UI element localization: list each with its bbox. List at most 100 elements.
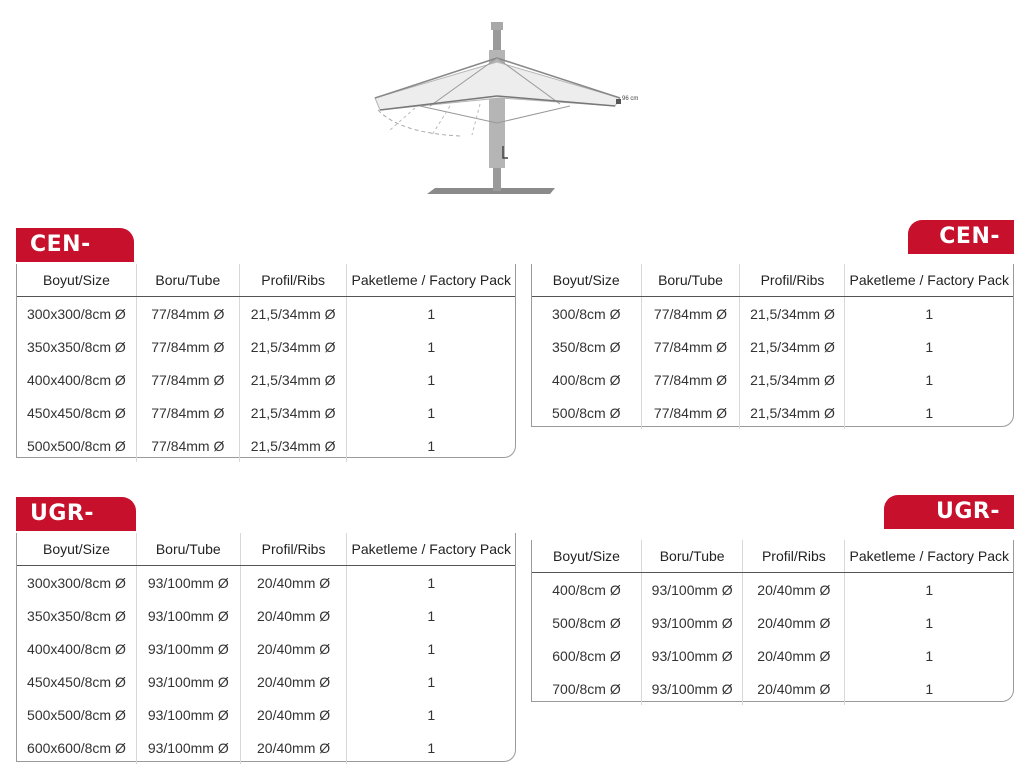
table-row: 450x450/8cm Ø 77/84mm Ø 21,5/34mm Ø 1 — [17, 396, 515, 429]
column-header-tube: Boru/Tube — [135, 264, 240, 297]
table-row: 500x500/8cm Ø 93/100mm Ø 20/40mm Ø 1 — [17, 698, 515, 731]
spec-table-ugr100-square: Boyut/Size Boru/Tube Profil/Ribs Paketle… — [16, 533, 516, 764]
spec-table-cen84-square: Boyut/Size Boru/Tube Profil/Ribs Paketle… — [16, 264, 516, 462]
tube-cell: 93/100mm Ø — [135, 565, 241, 599]
table-row: 600/8cm Ø 93/100mm Ø 20/40mm Ø 1 — [532, 639, 1013, 672]
umbrella-icon — [374, 22, 621, 194]
tube-cell: 77/84mm Ø — [135, 429, 240, 462]
ribs-cell: 21,5/34mm Ø — [238, 330, 347, 363]
size-cell: 700/8cm Ø — [552, 680, 621, 697]
ribs-cell: 21,5/34mm Ø — [238, 396, 347, 429]
ribs-cell: 20/40mm Ø — [239, 599, 347, 632]
ribs-cell: 21,5/34mm Ø — [238, 429, 347, 462]
table-row: 700/8cm Ø 93/100mm Ø 20/40mm Ø 1 — [532, 672, 1013, 705]
ribs-cell: 21,5/34mm Ø — [739, 396, 845, 429]
column-header-pack: Paketleme / Factory Pack — [346, 533, 515, 566]
section-badge: UGR-100 — [16, 497, 136, 560]
table-row: 450x450/8cm Ø 93/100mm Ø 20/40mm Ø 1 — [17, 665, 515, 698]
pack-cell: 1 — [844, 396, 1013, 429]
pack-cell: 1 — [346, 599, 515, 632]
size-cell: 400/8cm Ø — [552, 371, 621, 388]
tube-cell: 93/100mm Ø — [641, 572, 743, 606]
ribs-cell: 20/40mm Ø — [742, 606, 845, 639]
column-header-ribs: Profil/Ribs — [742, 540, 845, 573]
column-header-ribs: Profil/Ribs — [239, 533, 347, 566]
table-row: 300x300/8cm Ø 93/100mm Ø 20/40mm Ø 1 — [17, 565, 515, 599]
size-cell: 350/8cm Ø — [552, 338, 621, 355]
column-header-ribs: Profil/Ribs — [238, 264, 347, 297]
ribs-cell: 20/40mm Ø — [742, 639, 845, 672]
size-cell: 600/8cm Ø — [552, 647, 621, 664]
column-header-tube: Boru/Tube — [641, 540, 743, 573]
tube-cell: 93/100mm Ø — [641, 672, 743, 705]
ribs-cell: 21,5/34mm Ø — [238, 296, 347, 330]
table-row: 400/8cm Ø 77/84mm Ø 21,5/34mm Ø 1 — [532, 363, 1013, 396]
size-cell: 500x500/8cm Ø — [27, 706, 126, 723]
tube-cell: 77/84mm Ø — [640, 396, 740, 429]
dimension-label: 96 cm — [622, 96, 639, 102]
pack-cell: 1 — [844, 639, 1013, 672]
size-cell: 500/8cm Ø — [552, 404, 621, 421]
size-cell: 400x400/8cm Ø — [26, 371, 126, 388]
ribs-cell: 20/40mm Ø — [239, 731, 347, 764]
column-header-size: Boyut/Size — [532, 264, 642, 297]
size-cell: 500x500/8cm Ø — [26, 437, 126, 454]
pack-cell: 1 — [346, 731, 515, 764]
spec-table-cen84-round: Boyut/Size Boru/Tube Profil/Ribs Paketle… — [531, 264, 1014, 429]
tube-cell: 77/84mm Ø — [135, 363, 240, 396]
tube-cell: 77/84mm Ø — [135, 296, 240, 330]
pack-cell: 1 — [844, 363, 1013, 396]
table-row: 600x600/8cm Ø 93/100mm Ø 20/40mm Ø 1 — [17, 731, 515, 764]
spec-table-ugr100-round: Boyut/Size Boru/Tube Profil/Ribs Paketle… — [531, 540, 1014, 705]
size-cell: 600x600/8cm Ø — [27, 739, 126, 756]
column-header-tube: Boru/Tube — [135, 533, 241, 566]
tube-cell: 93/100mm Ø — [135, 632, 241, 665]
table-row: 400/8cm Ø 93/100mm Ø 20/40mm Ø 1 — [532, 572, 1013, 606]
tube-cell: 77/84mm Ø — [640, 330, 740, 363]
column-header-size: Boyut/Size — [532, 540, 642, 573]
size-cell: 400/8cm Ø — [552, 581, 621, 598]
pack-cell: 1 — [346, 665, 515, 698]
umbrella-diagram: 96 cm — [360, 18, 670, 203]
table-row: 500/8cm Ø 93/100mm Ø 20/40mm Ø 1 — [532, 606, 1013, 639]
tube-cell: 77/84mm Ø — [135, 396, 240, 429]
ribs-cell: 20/40mm Ø — [239, 665, 347, 698]
pack-cell: 1 — [844, 330, 1013, 363]
pack-cell: 1 — [346, 429, 515, 462]
size-cell: 450x450/8cm Ø — [26, 404, 126, 421]
tube-cell: 93/100mm Ø — [135, 698, 241, 731]
section-badge: CEN-84 — [908, 220, 1014, 283]
tube-cell: 93/100mm Ø — [135, 731, 241, 764]
size-cell: 300x300/8cm Ø — [26, 305, 126, 322]
size-cell: 350x350/8cm Ø — [26, 338, 126, 355]
ribs-cell: 20/40mm Ø — [742, 672, 845, 705]
size-cell: 300x300/8cm Ø — [27, 574, 126, 591]
ribs-cell: 21,5/34mm Ø — [739, 363, 845, 396]
table-row: 350/8cm Ø 77/84mm Ø 21,5/34mm Ø 1 — [532, 330, 1013, 363]
size-cell: 300/8cm Ø — [552, 305, 621, 322]
table-row: 500/8cm Ø 77/84mm Ø 21,5/34mm Ø 1 — [532, 396, 1013, 429]
tube-cell: 77/84mm Ø — [640, 363, 740, 396]
pack-cell: 1 — [844, 672, 1013, 705]
column-header-size: Boyut/Size — [17, 264, 137, 297]
pack-cell: 1 — [346, 296, 515, 330]
size-cell: 450x450/8cm Ø — [27, 673, 126, 690]
size-cell: 500/8cm Ø — [552, 614, 621, 631]
tube-cell: 93/100mm Ø — [135, 599, 241, 632]
column-header-size: Boyut/Size — [17, 533, 137, 566]
ribs-cell: 20/40mm Ø — [239, 632, 347, 665]
pack-cell: 1 — [346, 363, 515, 396]
size-cell: 400x400/8cm Ø — [27, 640, 126, 657]
size-cell: 350x350/8cm Ø — [27, 607, 126, 624]
column-header-ribs: Profil/Ribs — [739, 264, 845, 297]
pack-cell: 1 — [346, 330, 515, 363]
ribs-cell: 20/40mm Ø — [239, 565, 347, 599]
section-badge: CEN-84 — [16, 228, 134, 291]
ribs-cell: 20/40mm Ø — [239, 698, 347, 731]
tube-cell: 93/100mm Ø — [641, 606, 743, 639]
pack-cell: 1 — [346, 698, 515, 731]
tube-cell: 93/100mm Ø — [641, 639, 743, 672]
ribs-cell: 21,5/34mm Ø — [739, 296, 845, 330]
table-row: 500x500/8cm Ø 77/84mm Ø 21,5/34mm Ø 1 — [17, 429, 515, 462]
column-header-pack: Paketleme / Factory Pack — [844, 540, 1013, 573]
